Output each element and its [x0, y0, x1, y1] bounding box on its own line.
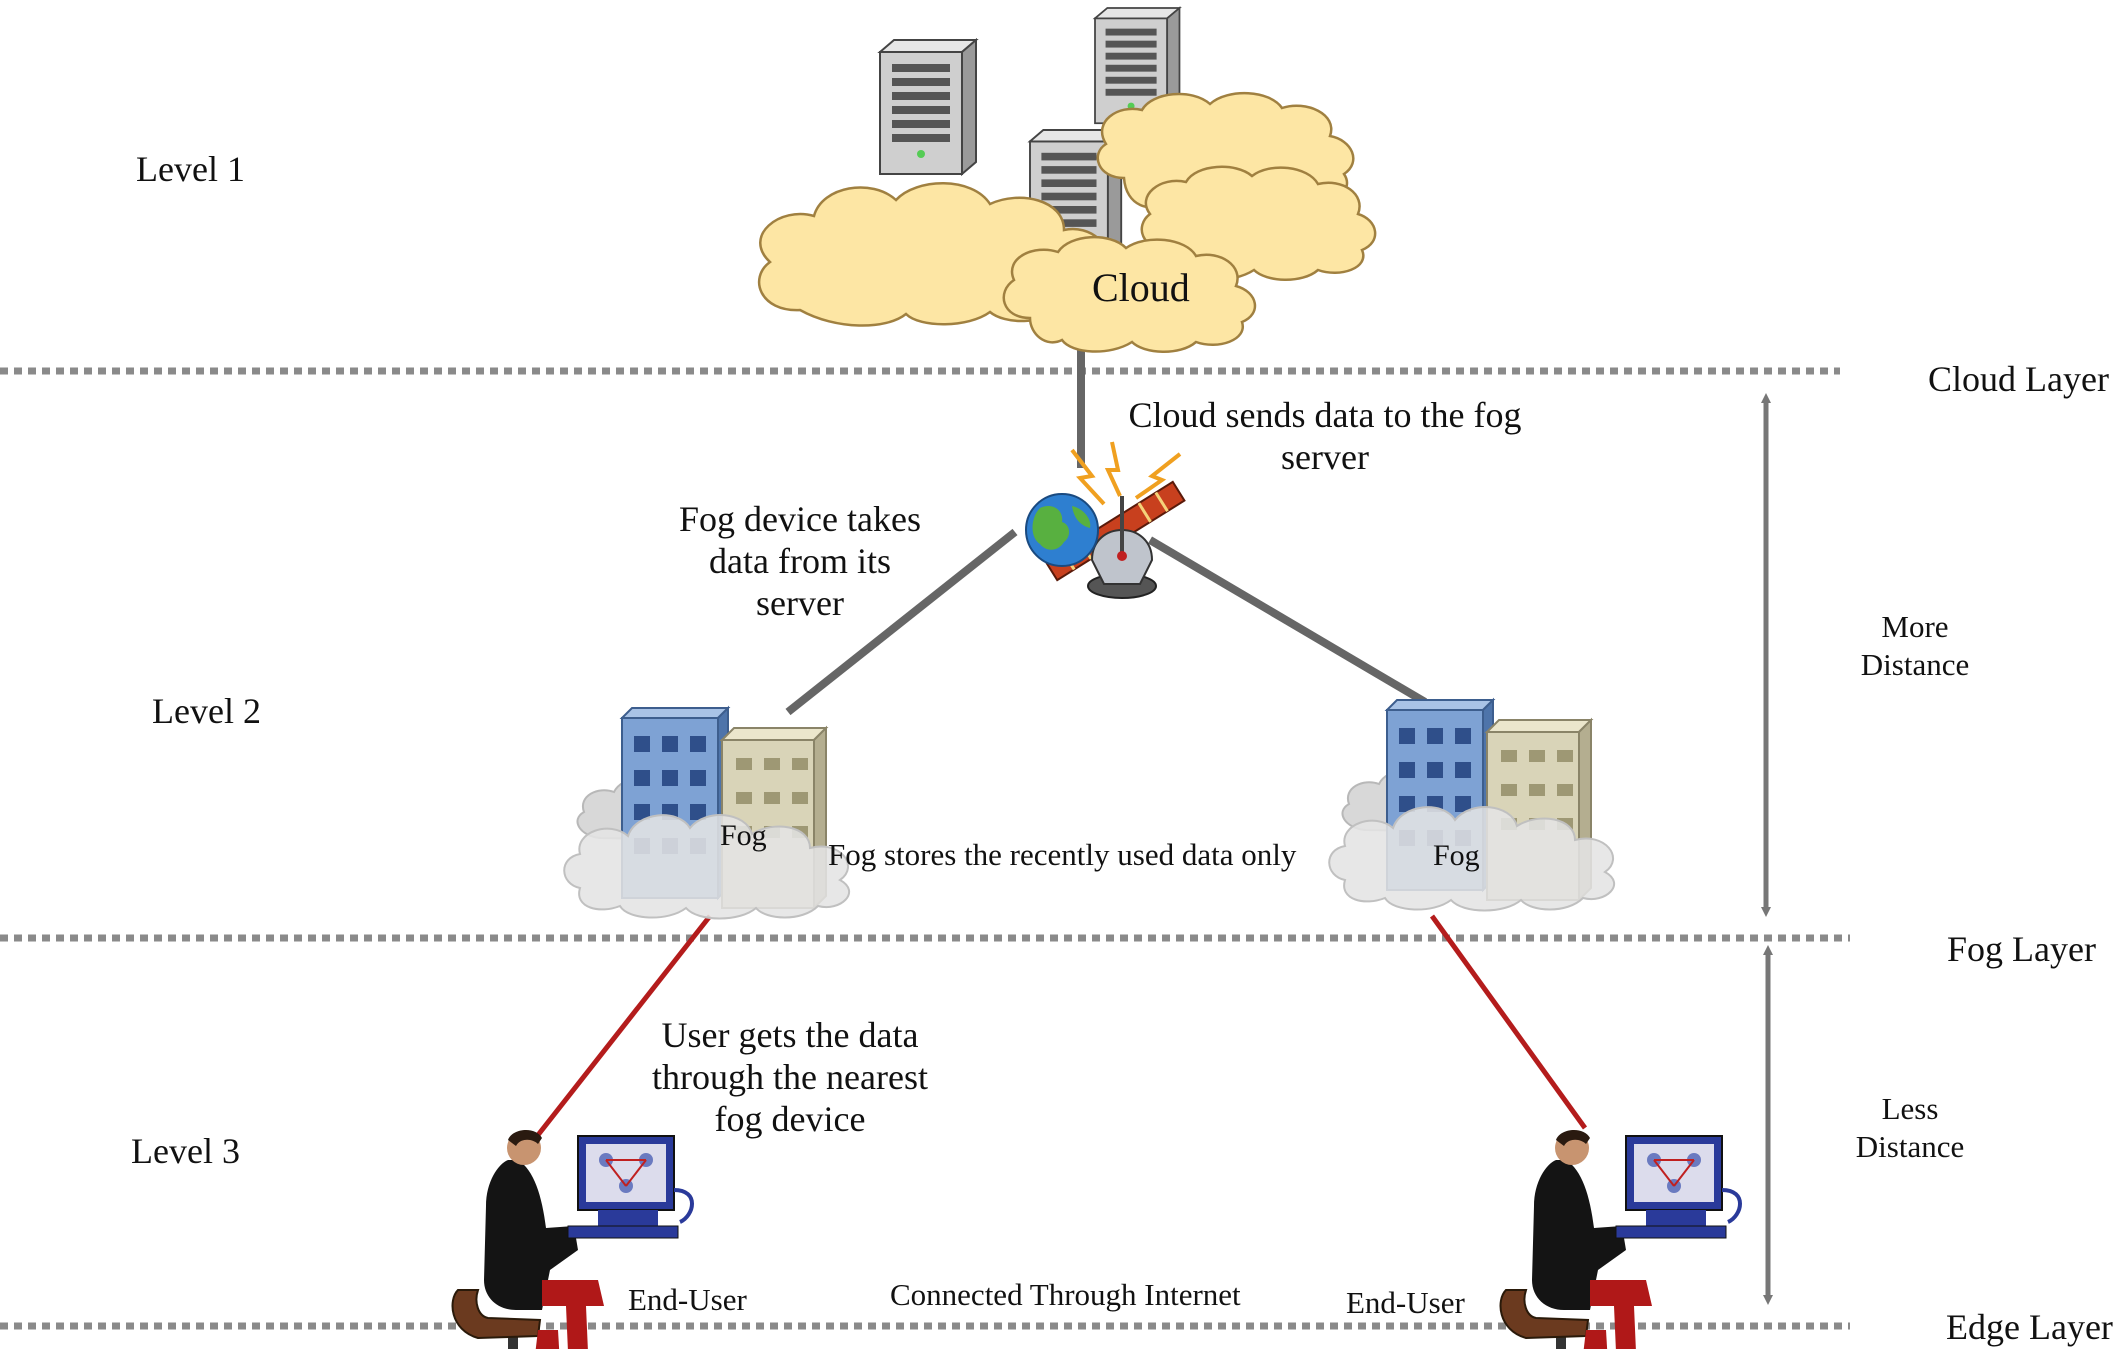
level-2-label: Level 2 [152, 691, 261, 731]
fog-takes-line-3: server [756, 583, 844, 624]
right-fog-to-user-link [1429, 914, 1588, 1130]
cloud-sends-annotation: Cloud sends data to the fog server [1100, 394, 1550, 478]
left-fog-label: Fog [720, 819, 767, 852]
less-distance-line-2: Distance [1855, 1128, 1965, 1164]
more-distance-label: More Distance [1855, 608, 1975, 684]
more-distance-line-2: Distance [1860, 646, 1970, 682]
more-distance-line-1: More [1881, 609, 1949, 644]
less-distance-label: Less Distance [1850, 1090, 1970, 1166]
server-icon [879, 39, 977, 175]
right-end-user-label: End-User [1346, 1285, 1465, 1320]
edge-layer-label: Edge Layer [1946, 1307, 2113, 1347]
cloud-icon [1140, 165, 1377, 281]
right-fog-label: Fog [1433, 839, 1480, 872]
user-gets-annotation: User gets the data through the nearest f… [630, 1014, 950, 1140]
right-user-at-computer-icon [1498, 1127, 1742, 1354]
cloud-sends-line-1: Cloud sends data to the fog [1128, 395, 1522, 435]
user-gets-line-1: User gets the data [661, 1015, 919, 1055]
fog-takes-line-2: data from its [709, 541, 891, 582]
fog-takes-line-1: Fog device takes [679, 499, 921, 539]
level-1-label: Level 1 [136, 149, 245, 189]
right-fog-building-icon [1328, 699, 1616, 912]
cloud-label: Cloud [1092, 265, 1190, 310]
less-distance-line-1: Less [1881, 1091, 1939, 1126]
globe-icon [1025, 493, 1099, 567]
cloud-icon [1002, 236, 1257, 353]
connected-through-internet-label: Connected Through Internet [890, 1277, 1241, 1312]
user-gets-line-2: through the nearest [652, 1057, 928, 1098]
fog-server-to-right-fog-link [1147, 536, 1428, 706]
level-3-label: Level 3 [131, 1131, 240, 1171]
left-end-user-label: End-User [628, 1282, 747, 1317]
fog-server-to-left-fog-link [785, 528, 1018, 716]
left-fog-building-icon [563, 707, 851, 920]
cloud-sends-line-2: server [1281, 437, 1369, 478]
user-gets-line-3: fog device [714, 1099, 866, 1140]
fog-takes-annotation: Fog device takes data from its server [650, 498, 950, 624]
cloud-layer-label: Cloud Layer [1928, 359, 2109, 399]
fog-stores-label: Fog stores the recently used data only [828, 837, 1297, 872]
left-fog-to-user-link [536, 914, 712, 1137]
fog-layer-label: Fog Layer [1947, 929, 2096, 969]
